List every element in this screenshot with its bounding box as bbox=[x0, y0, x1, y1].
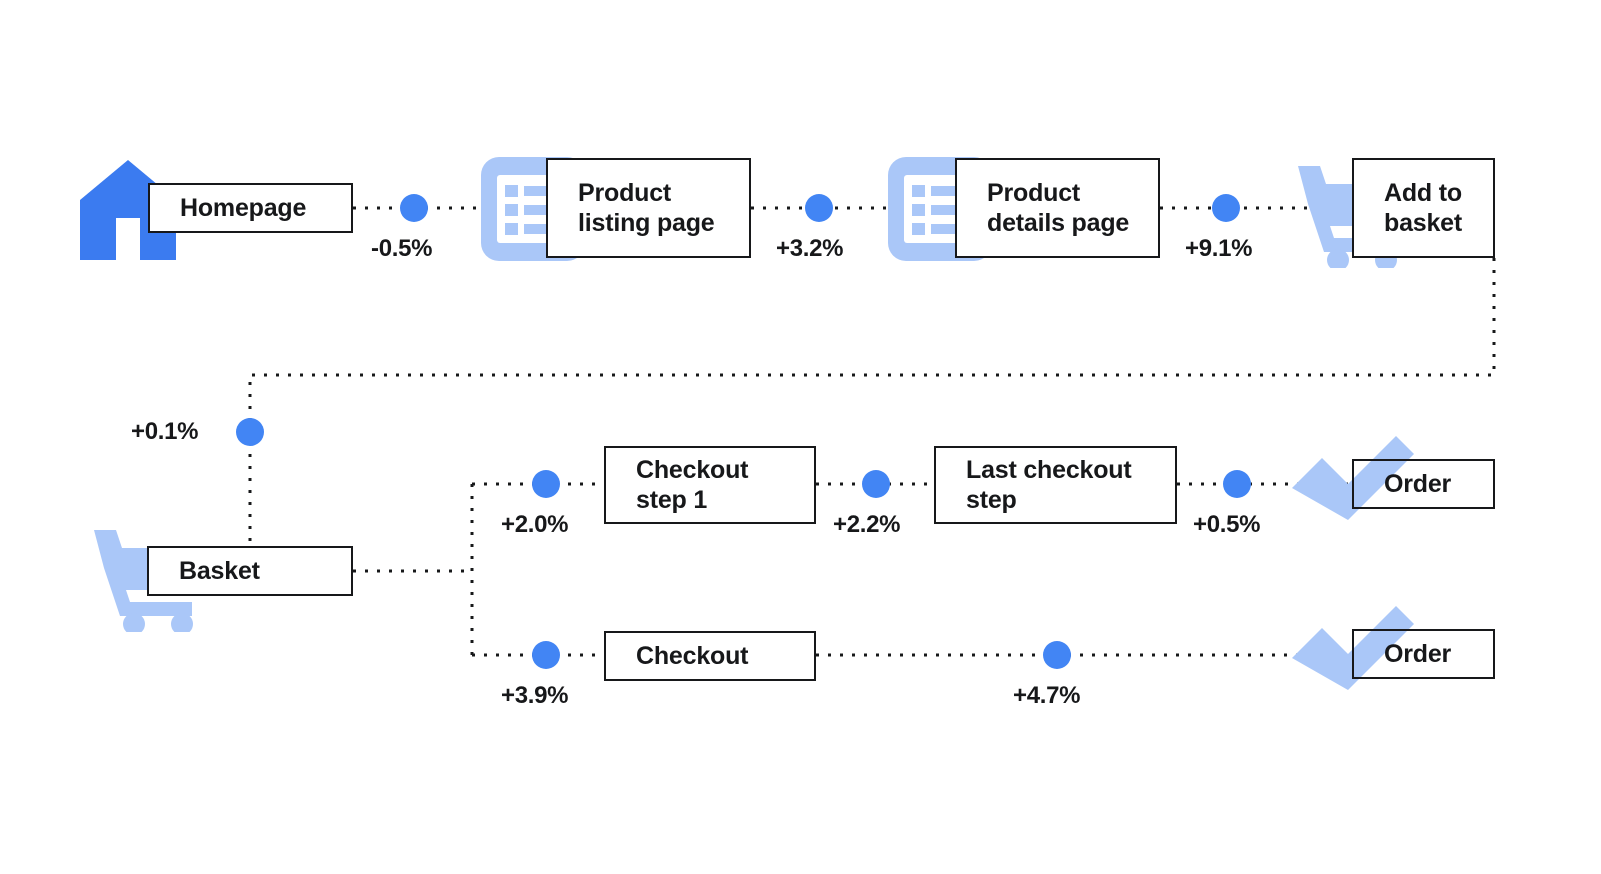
transition-value-t2: +3.2% bbox=[776, 235, 844, 262]
node-label: Product details page bbox=[987, 179, 1130, 237]
wire-addtobasket-to-basket bbox=[248, 258, 1496, 546]
node-product-listing-page[interactable]: Product listing page bbox=[546, 158, 751, 258]
transition-dot-t2[interactable] bbox=[805, 194, 833, 222]
node-label: Last checkout step bbox=[966, 456, 1132, 514]
node-order-top[interactable]: Order bbox=[1352, 459, 1495, 509]
transition-dot-t5[interactable] bbox=[532, 470, 560, 498]
node-order-bottom[interactable]: Order bbox=[1352, 629, 1495, 679]
node-product-details-page[interactable]: Product details page bbox=[955, 158, 1160, 258]
node-last-checkout-step[interactable]: Last checkout step bbox=[934, 446, 1177, 524]
node-homepage[interactable]: Homepage bbox=[148, 183, 353, 233]
transition-value-t5: +2.0% bbox=[501, 511, 569, 538]
transition-value-t4: +0.1% bbox=[131, 418, 199, 445]
node-label: Add to basket bbox=[1384, 179, 1463, 237]
transition-dot-t3[interactable] bbox=[1212, 194, 1240, 222]
node-label: Checkout bbox=[636, 642, 749, 670]
node-label: Order bbox=[1384, 640, 1452, 668]
transition-dot-t4[interactable] bbox=[236, 418, 264, 446]
transition-value-t6: +2.2% bbox=[833, 511, 901, 538]
node-add-to-basket[interactable]: Add to basket bbox=[1352, 158, 1495, 258]
node-basket[interactable]: Basket bbox=[147, 546, 353, 596]
transition-dot-t1[interactable] bbox=[400, 194, 428, 222]
transition-value-t7: +0.5% bbox=[1193, 511, 1261, 538]
transition-dot-t8[interactable] bbox=[532, 641, 560, 669]
node-label: Basket bbox=[179, 557, 260, 585]
node-label: Homepage bbox=[180, 194, 307, 222]
node-label: Product listing page bbox=[578, 179, 715, 237]
node-checkout-step-1[interactable]: Checkout step 1 bbox=[604, 446, 816, 524]
transition-value-t1: -0.5% bbox=[371, 235, 433, 262]
transition-value-t3: +9.1% bbox=[1185, 235, 1253, 262]
transition-value-t8: +3.9% bbox=[501, 682, 569, 709]
node-label: Checkout step 1 bbox=[636, 456, 749, 514]
transition-dot-t9[interactable] bbox=[1043, 641, 1071, 669]
node-label: Order bbox=[1384, 470, 1452, 498]
node-checkout[interactable]: Checkout bbox=[604, 631, 816, 681]
transition-value-t9: +4.7% bbox=[1013, 682, 1081, 709]
transition-dot-t7[interactable] bbox=[1223, 470, 1251, 498]
transition-dot-t6[interactable] bbox=[862, 470, 890, 498]
